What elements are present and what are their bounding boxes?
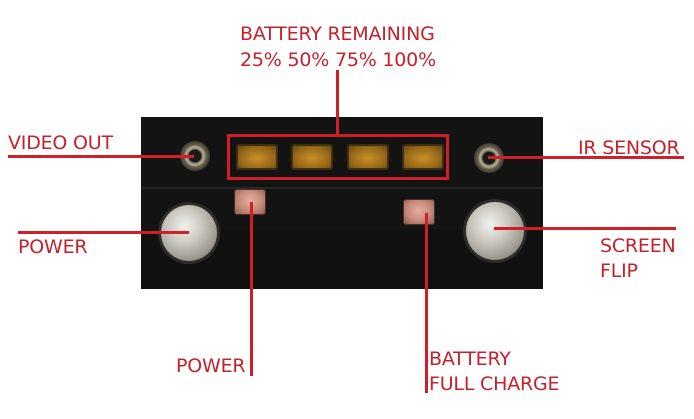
leader-line-video-out bbox=[8, 155, 194, 158]
leader-line-ir-sensor bbox=[488, 156, 684, 159]
battery-indicator-frame bbox=[227, 134, 449, 180]
battery-led-25 bbox=[236, 144, 278, 170]
label-screen-flip-line2: FLIP bbox=[600, 260, 638, 282]
leader-line-screen-flip bbox=[494, 227, 676, 230]
label-screen-flip-line1: SCREEN bbox=[600, 235, 676, 257]
label-power-button: POWER bbox=[18, 236, 88, 258]
label-battery-full-line2: FULL CHARGE bbox=[429, 373, 560, 395]
battery-led-75 bbox=[347, 144, 389, 170]
label-ir-sensor: IR SENSOR bbox=[578, 137, 680, 159]
label-video-out: VIDEO OUT bbox=[8, 132, 113, 154]
leader-line-battery-remaining bbox=[336, 70, 339, 135]
battery-led-50 bbox=[291, 144, 333, 170]
label-battery-full-line1: BATTERY bbox=[429, 348, 511, 370]
screen-flip-knob bbox=[466, 202, 524, 260]
label-battery-levels: 25% 50% 75% 100% bbox=[240, 49, 436, 71]
leader-line-power-button bbox=[18, 231, 189, 234]
battery-full-charge-led bbox=[403, 199, 435, 225]
leader-line-power-led bbox=[250, 202, 253, 376]
leader-line-battery-full bbox=[425, 213, 428, 393]
battery-led-100 bbox=[402, 144, 444, 170]
label-power-led: POWER bbox=[176, 355, 246, 377]
panel-seam bbox=[141, 187, 543, 189]
label-battery-remaining: BATTERY REMAINING bbox=[240, 23, 435, 45]
